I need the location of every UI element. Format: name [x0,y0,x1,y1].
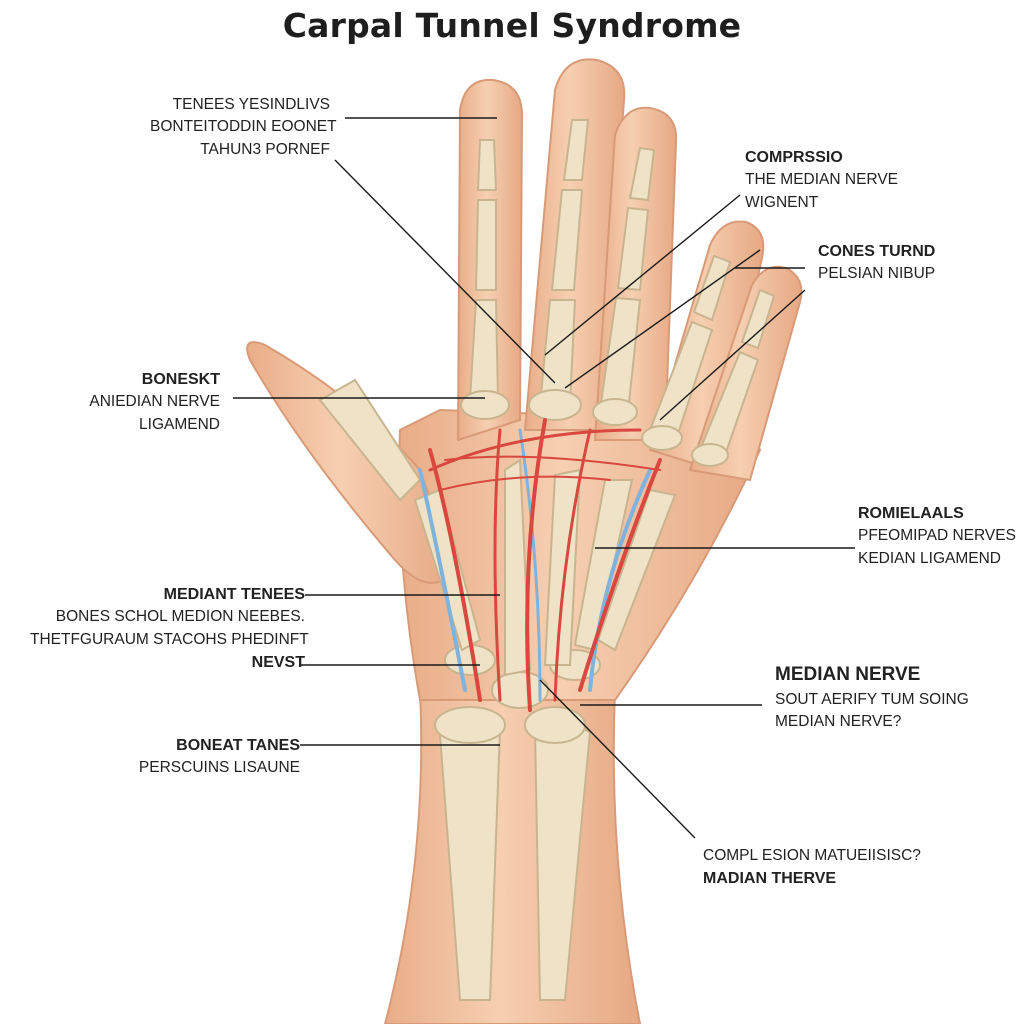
leader-line [564,249,761,389]
label-line: CONES TURND [818,243,936,260]
label-group-compression: COMPRSSIO THE MEDIAN NERVE WIGNENT [745,146,898,214]
label-line: BONES SCHOL MEDION NEEBES. [55,608,305,626]
leader-line [544,194,741,356]
label-line: TENEES YESINDLIVS [172,96,330,113]
label-group-bones-ligament: BONESKT ANIEDIAN NERVE LIGAMEND [60,368,220,436]
label-line: THETFGURAUM STACOHS PHEDINFT [30,630,309,648]
vessels-and-nerves [418,418,662,712]
label-line: MADIAN THERVE [703,870,837,888]
label-line: TAHUN3 PORNEF [200,140,330,158]
label-line: SOUT AERIFY TUM SOING [775,690,969,708]
leader-line [334,159,556,384]
label-line: BONEAT TANES [176,737,300,754]
label-line: PERSCUINS LISAUNE [138,759,300,777]
label-group-median-nerve: MEDIAN NERVE SOUT AERIFY TUM SOING MEDIA… [775,661,969,733]
label-group-compression-madian: COMPL ESION MATUEIISISC? MADIAN THERVE [703,845,921,891]
leader-lines [233,117,855,839]
label-line: NEVST [251,654,305,672]
label-group-bone-tanes: BONEAT TANES PERSCUINS LISAUNE [130,734,300,780]
diagram-title: Carpal Tunnel Syndrome [282,6,742,45]
label-line: THE MEDIAN NERVE [745,171,899,189]
label-group-cones-turnd: CONES TURND PELSIAN NIBUP [818,240,935,286]
label-line: BONESKT [141,371,220,388]
label-line: COMPL ESION MATUEIISISC? [703,847,921,864]
label-group-median-tendons: MEDIANT TENEES BONES SCHOL MEDION NEEBES… [30,583,309,674]
label-line: PFEOMIPAD NERVES [858,527,1016,545]
label-line: ROMIELAALS [858,505,964,522]
label-line: MEDIAN NERVE [775,664,921,685]
label-line: WIGNENT [745,193,819,211]
leader-line [659,289,806,421]
label-group-tendons: TENEES YESINDLIVS BONTEITODDIN EOONET TA… [150,94,337,161]
label-line: BONTEITODDIN EOONET [150,118,337,136]
label-line: ANIEDIAN NERVE [89,393,220,411]
label-line: PELSIAN NIBUP [818,265,936,283]
label-line: COMPRSSIO [745,149,843,166]
label-line: LIGAMEND [139,415,220,433]
label-group-romielaals: ROMIELAALS PFEOMIPAD NERVES KEDIAN LIGAM… [858,502,1016,570]
label-line: MEDIANT TENEES [163,586,305,603]
label-line: MEDIAN NERVE? [775,713,902,731]
leader-line [539,679,696,839]
label-line: KEDIAN LIGAMEND [858,549,1001,567]
